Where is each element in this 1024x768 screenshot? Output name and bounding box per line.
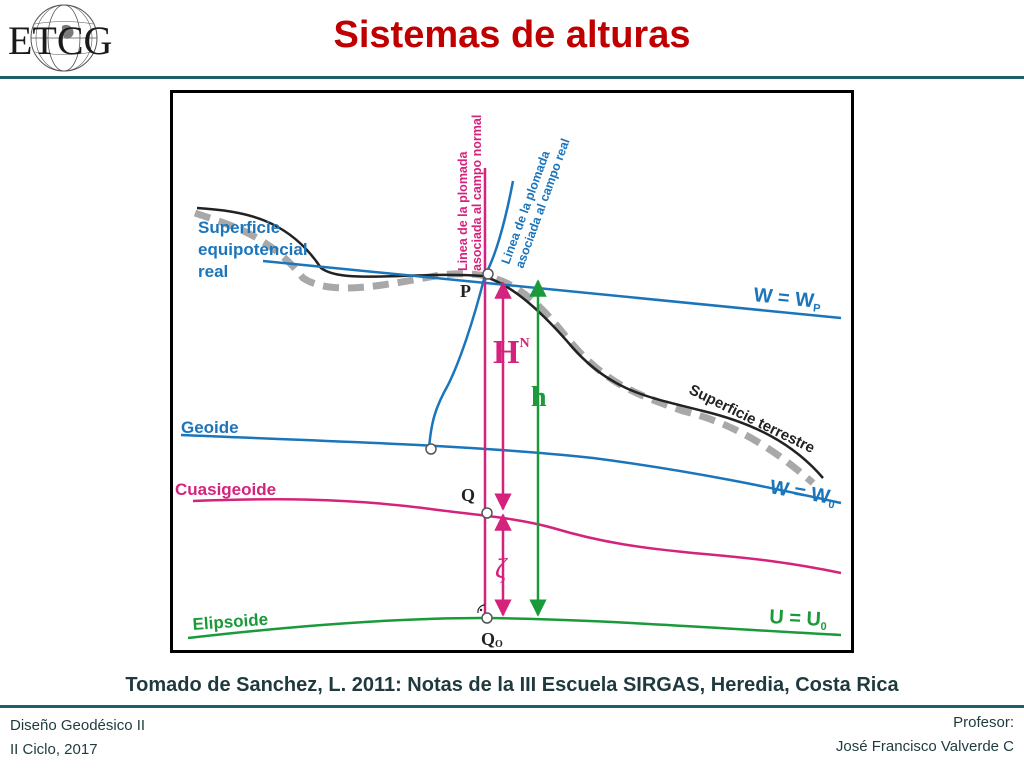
height-systems-diagram: Superficie equipotencial real Linea de l… [170,90,854,653]
label-u-u0: U = U0 [769,606,828,633]
geoide-line [180,433,842,505]
label-superficie-3: real [198,262,228,281]
superficie-terrestre-line [196,206,824,479]
label-geoide: Geoide [181,418,239,437]
etcg-logo: ETCG [2,2,132,74]
label-hn: HN [493,334,530,371]
label-plomada-normal-2: asociada al campo normal [470,115,484,271]
point-geoid-marker [425,443,437,455]
label-point-q: Q [461,485,475,505]
label-zeta: ζ [495,554,508,585]
figure-caption: Tomado de Sanchez, L. 2011: Notas de la … [125,674,899,696]
label-superficie-1: Superficie [198,218,280,237]
label-point-p: P [460,281,471,301]
diagram-canvas: Superficie equipotencial real Linea de l… [175,115,842,650]
label-superficie-2: equipotencial [198,240,308,259]
course-term: II Ciclo, 2017 [10,741,98,758]
footer-professor-info: Profesor: José Francisco Valverde C [836,711,1014,759]
label-h: h [531,382,547,413]
footer-course-info: Diseño Geodésico II II Ciclo, 2017 [10,714,145,762]
label-w-w0: W = W0 [768,476,838,511]
w-wp-line [262,259,842,320]
right-angle-icon [477,604,486,614]
page-title: Sistemas de alturas [333,14,691,56]
footer-divider [0,705,1024,708]
cuasigeoide-line [192,498,842,575]
point-q0-marker [481,612,493,624]
professor-name: José Francisco Valverde C [835,738,1014,755]
point-q-marker [481,507,493,519]
label-plomada-normal-1: Linea de la plomada [456,150,470,271]
professor-label: Profesor: [953,714,1014,731]
globe-logo-icon: ETCG [8,4,112,72]
label-point-q0: QO [481,629,503,650]
elipsoide-line [187,616,842,640]
label-cuasigeoide: Cuasigeoide [175,480,276,499]
plomada-real-line [427,180,515,450]
course-name: Diseño Geodésico II [10,717,146,734]
header-divider [0,76,1024,79]
logo-text: ETCG [8,18,112,63]
point-p-marker [482,268,494,280]
